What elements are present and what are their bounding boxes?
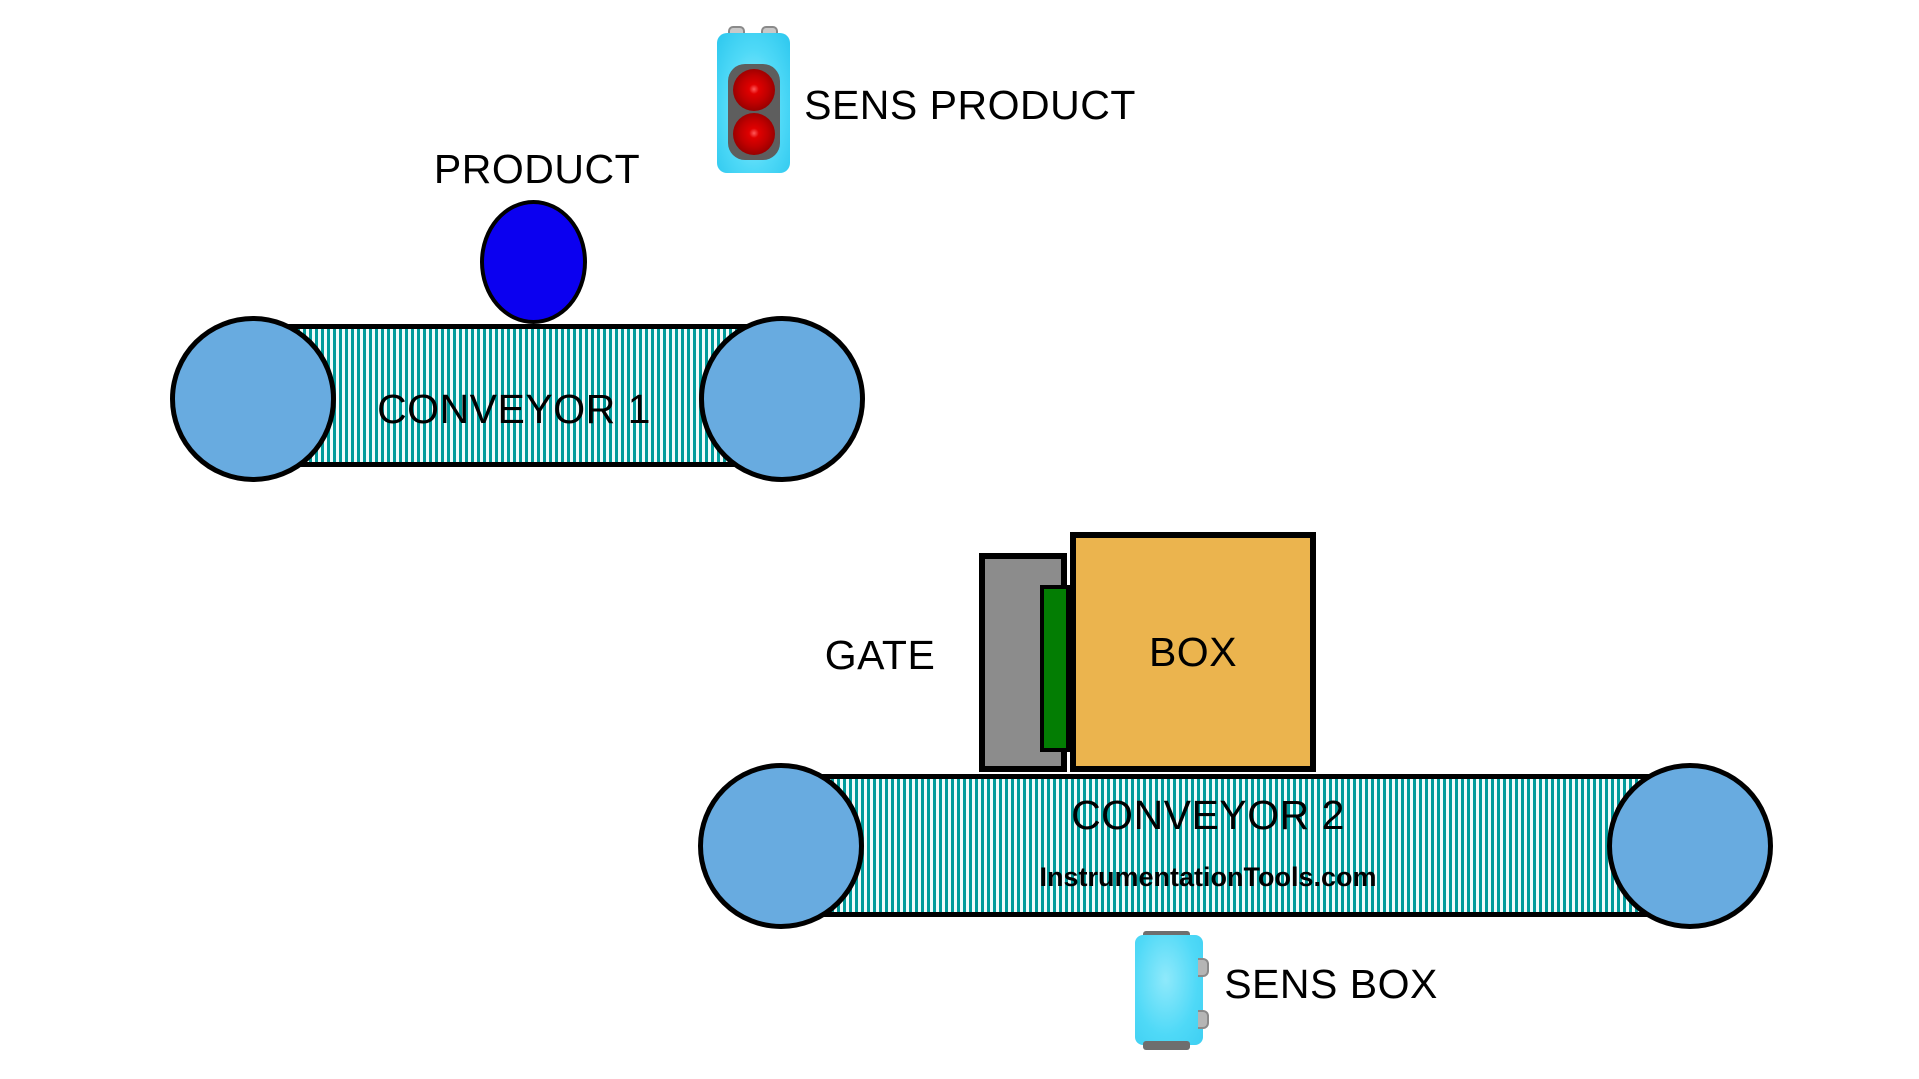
watermark-label: InstrumentationTools.com [1039, 862, 1377, 892]
sensor-connector [1198, 1010, 1209, 1029]
sensor-led-panel [728, 64, 780, 160]
sensor-connector [1198, 958, 1209, 977]
sensor-body [1135, 935, 1203, 1045]
conveyor1-belt [250, 324, 785, 467]
conveyor2-right-roller [1607, 763, 1773, 929]
gate-door [1040, 585, 1070, 752]
product-sensor-icon [717, 26, 790, 173]
box-label: BOX [1148, 628, 1238, 675]
conveyor1-left-roller [170, 316, 336, 482]
sens-box-label: SENS BOX [1224, 961, 1438, 1007]
conveyor2-left-roller [698, 763, 864, 929]
conveyor1-label: CONVEYOR 1 [377, 386, 651, 432]
sensor-mount-tab [1143, 1041, 1190, 1050]
sensor-led-top [733, 69, 775, 111]
product-label: PRODUCT [433, 146, 641, 192]
sensor-body [717, 33, 790, 173]
gate-label: GATE [824, 632, 936, 678]
sensor-led-bottom [733, 113, 775, 155]
conveyor1-right-roller [699, 316, 865, 482]
box-item: BOX [1070, 532, 1316, 772]
product-item [480, 200, 587, 324]
box-sensor-icon [1135, 927, 1213, 1051]
sens-product-label: SENS PRODUCT [804, 82, 1136, 128]
conveyor2-label: CONVEYOR 2 [1071, 792, 1345, 838]
